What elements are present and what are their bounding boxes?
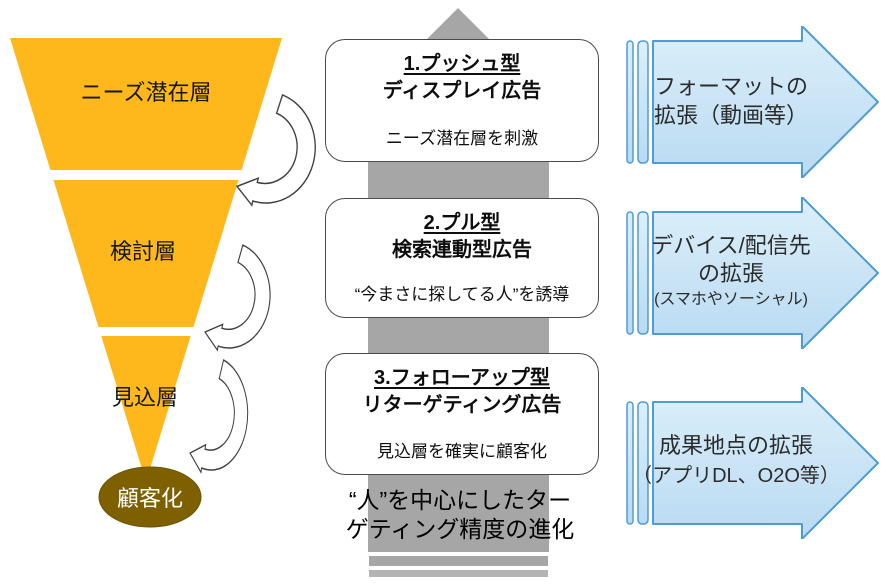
right-arrow-icon (652, 387, 879, 539)
step-3-title-line2: リターゲティング広告 (362, 394, 562, 416)
step-1-title-line1: 1.プッシュ型 (403, 53, 521, 75)
cycle-arrow-2 (204, 244, 271, 351)
expansion-arrow-3: 成果地点の拡張 （アプリDL、O2O等） (620, 387, 886, 539)
conversion-ellipse (98, 466, 202, 528)
expansion-2-text: デバイス/配信先 の拡張 (スマホやソーシャル) (622, 232, 840, 311)
speed-bar-icon (637, 40, 649, 164)
process-footer-line2: ゲティング精度の進化 (345, 516, 575, 542)
step-2-caption: “今まさに探してる人”を誘導 (354, 285, 570, 304)
step-2-title: 2.プル型 検索連動型広告 (392, 210, 532, 264)
step-3-title: 3.フォローアップ型 リターゲティング広告 (363, 365, 562, 419)
speed-bar-icon (637, 211, 649, 335)
funnel-label-latent-needs: ニーズ潜在層 (80, 80, 212, 105)
step-3-caption: 見込層を確実に顧客化 (377, 442, 547, 461)
expansion-arrow-2: デバイス/配信先 の拡張 (スマホやソーシャル) (620, 197, 886, 349)
right-arrow-shape-3 (626, 387, 879, 539)
expansion-1-line1: フォーマットの (654, 74, 809, 99)
expansion-1-line2: 拡張（動画等） (654, 103, 809, 128)
expansion-1-text: フォーマットの 拡張（動画等） (654, 72, 808, 131)
right-arrow-shape-2 (626, 197, 879, 349)
conversion-label: 顧客化 (116, 486, 184, 511)
funnel-segment-3 (101, 336, 191, 478)
expansion-3-line1: 成果地点の拡張 (658, 433, 813, 458)
step-box-1: 1.プッシュ型 ディスプレイ広告 ニーズ潜在層を刺激 (325, 39, 599, 162)
funnel-segment-1 (10, 38, 282, 170)
step-1-caption: ニーズ潜在層を刺激 (385, 129, 539, 148)
speed-bar-icon (626, 40, 634, 164)
step-box-3: 3.フォローアップ型 リターゲティング広告 見込層を確実に顧客化 (325, 353, 599, 475)
speed-bar-icon (637, 401, 649, 525)
right-arrow-icon (652, 26, 879, 178)
process-footer-line1: “人”を中心にしたター (348, 487, 572, 513)
expansion-arrow-1: フォーマットの 拡張（動画等） (620, 26, 886, 178)
process-footer: “人”を中心にしたター ゲティング精度の進化 (320, 486, 600, 544)
step-3-title-line1: 3.フォローアップ型 (374, 367, 550, 389)
expansion-3-text: 成果地点の拡張 （アプリDL、O2O等） (620, 431, 852, 492)
arrow-tail-bar-1 (369, 556, 548, 566)
expansion-2-line2: の拡張 (697, 261, 764, 286)
funnel-label-consideration: 検討層 (109, 239, 177, 264)
cycle-arrow-3 (189, 359, 249, 474)
funnel-label-prospects: 見込層 (111, 385, 179, 410)
right-arrow-icon (652, 197, 879, 349)
step-1-title-line2: ディスプレイ広告 (382, 80, 542, 102)
expansion-2-line1: デバイス/配信先 (651, 233, 811, 258)
step-1-title: 1.プッシュ型 ディスプレイ広告 (383, 51, 542, 105)
funnel-segment-2 (53, 180, 239, 327)
step-box-2: 2.プル型 検索連動型広告 “今まさに探してる人”を誘導 (325, 198, 599, 318)
speed-bar-icon (626, 211, 634, 335)
expansion-3-line2: （アプリDL、O2O等） (632, 465, 840, 487)
step-2-title-line2: 検索連動型広告 (392, 239, 532, 261)
expansion-2-line3: (スマホやソーシャル) (654, 291, 808, 308)
right-arrow-shape-1 (626, 26, 879, 178)
step-2-title-line1: 2.プル型 (423, 212, 501, 234)
arrow-tail-bar-2 (369, 570, 548, 577)
speed-bar-icon (626, 401, 634, 525)
